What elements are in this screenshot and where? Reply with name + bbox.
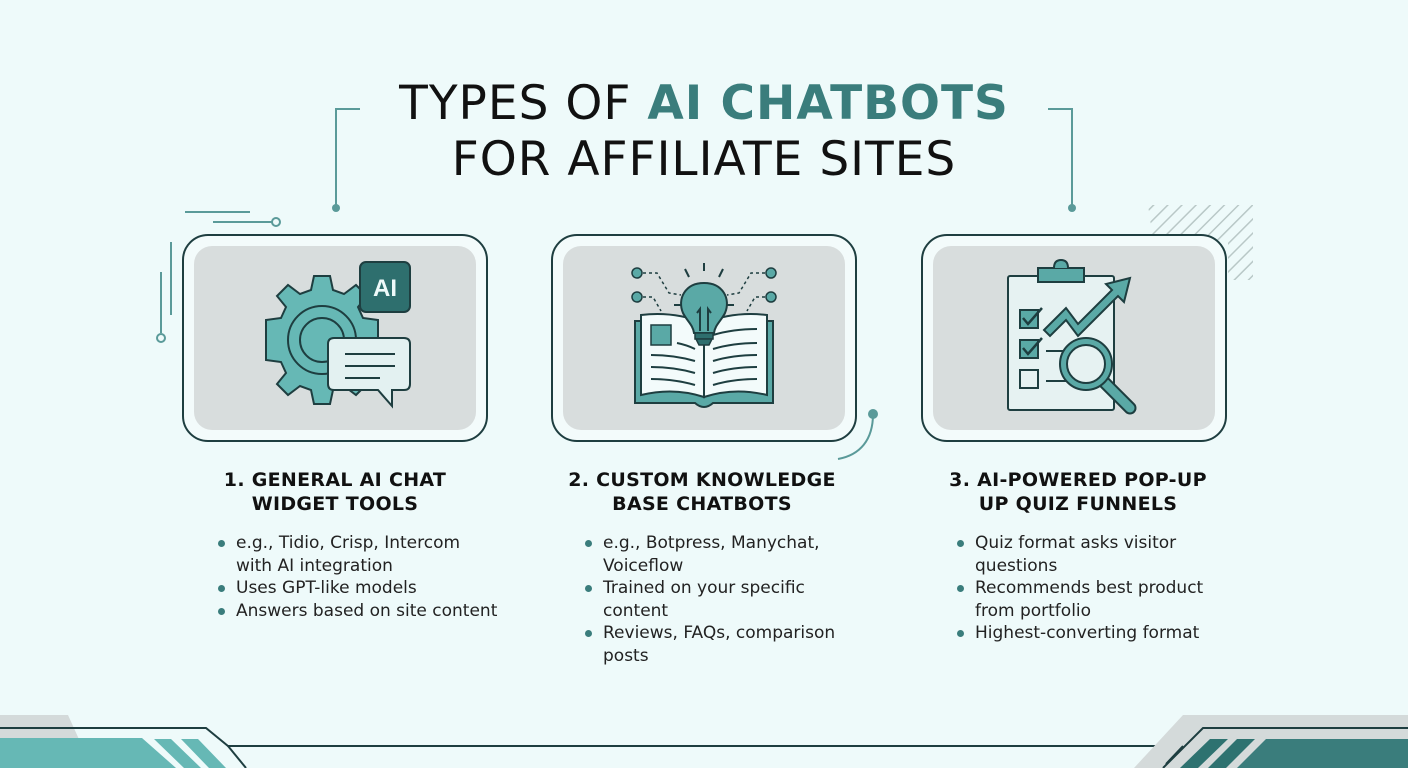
- list-item: Reviews, FAQs, comparison posts: [583, 622, 867, 667]
- section-heading: 2. CUSTOM KNOWLEDGE BASE CHATBOTS: [537, 468, 867, 516]
- card-ai-quiz-funnels: [921, 234, 1227, 442]
- title-line2: FOR AFFILIATE SITES: [451, 132, 957, 187]
- card-custom-knowledge-base: [551, 234, 857, 442]
- section-heading: 3. AI-POWERED POP-UP UP QUIZ FUNNELS: [913, 468, 1243, 516]
- heading-line2: UP QUIZ FUNNELS: [978, 493, 1178, 515]
- list-item: Trained on your specific content: [583, 577, 867, 622]
- heading-line1: 1. GENERAL AI CHAT: [223, 469, 447, 491]
- card-general-ai-chat: AI: [182, 234, 488, 442]
- list-item: Highest-converting format: [955, 622, 1243, 645]
- title-accent: AI CHATBOTS: [647, 76, 1009, 131]
- section-custom-knowledge-base: 2. CUSTOM KNOWLEDGE BASE CHATBOTS e.g., …: [537, 468, 867, 667]
- section-general-ai-chat: 1. GENERAL AI CHAT WIDGET TOOLS e.g., Ti…: [170, 468, 500, 622]
- clipboard-chart-magnifier-icon: [1007, 258, 1137, 415]
- gear-ai-chat-icon: AI: [265, 261, 411, 409]
- book-lightbulb-icon: [631, 263, 777, 408]
- list-item: Recommends best product from portfolio: [955, 577, 1243, 622]
- section-ai-quiz-funnels: 3. AI-POWERED POP-UP UP QUIZ FUNNELS Qui…: [913, 468, 1243, 645]
- heading-line2: BASE CHATBOTS: [612, 493, 792, 515]
- page-title: TYPES OF AI CHATBOTS FOR AFFILIATE SITES: [0, 76, 1408, 188]
- list-item: Quiz format asks visitor questions: [955, 532, 1243, 577]
- title-prefix: TYPES OF: [399, 76, 648, 131]
- list-item: e.g., Tidio, Crisp, Intercom with AI int…: [216, 532, 500, 577]
- heading-line1: 3. AI-POWERED POP-UP: [949, 469, 1207, 491]
- heading-line1: 2. CUSTOM KNOWLEDGE: [568, 469, 836, 491]
- list-item: Uses GPT-like models: [216, 577, 500, 600]
- section-heading: 1. GENERAL AI CHAT WIDGET TOOLS: [170, 468, 500, 516]
- bullet-list: Quiz format asks visitor questions Recom…: [955, 532, 1243, 645]
- list-item: Answers based on site content: [216, 600, 500, 623]
- footer-decoration: [0, 715, 1408, 768]
- ai-badge-text: AI: [373, 275, 397, 302]
- list-item: e.g., Botpress, Manychat, Voiceflow: [583, 532, 867, 577]
- bullet-list: e.g., Botpress, Manychat, Voiceflow Trai…: [583, 532, 867, 667]
- heading-line2: WIDGET TOOLS: [251, 493, 419, 515]
- bullet-list: e.g., Tidio, Crisp, Intercom with AI int…: [216, 532, 500, 622]
